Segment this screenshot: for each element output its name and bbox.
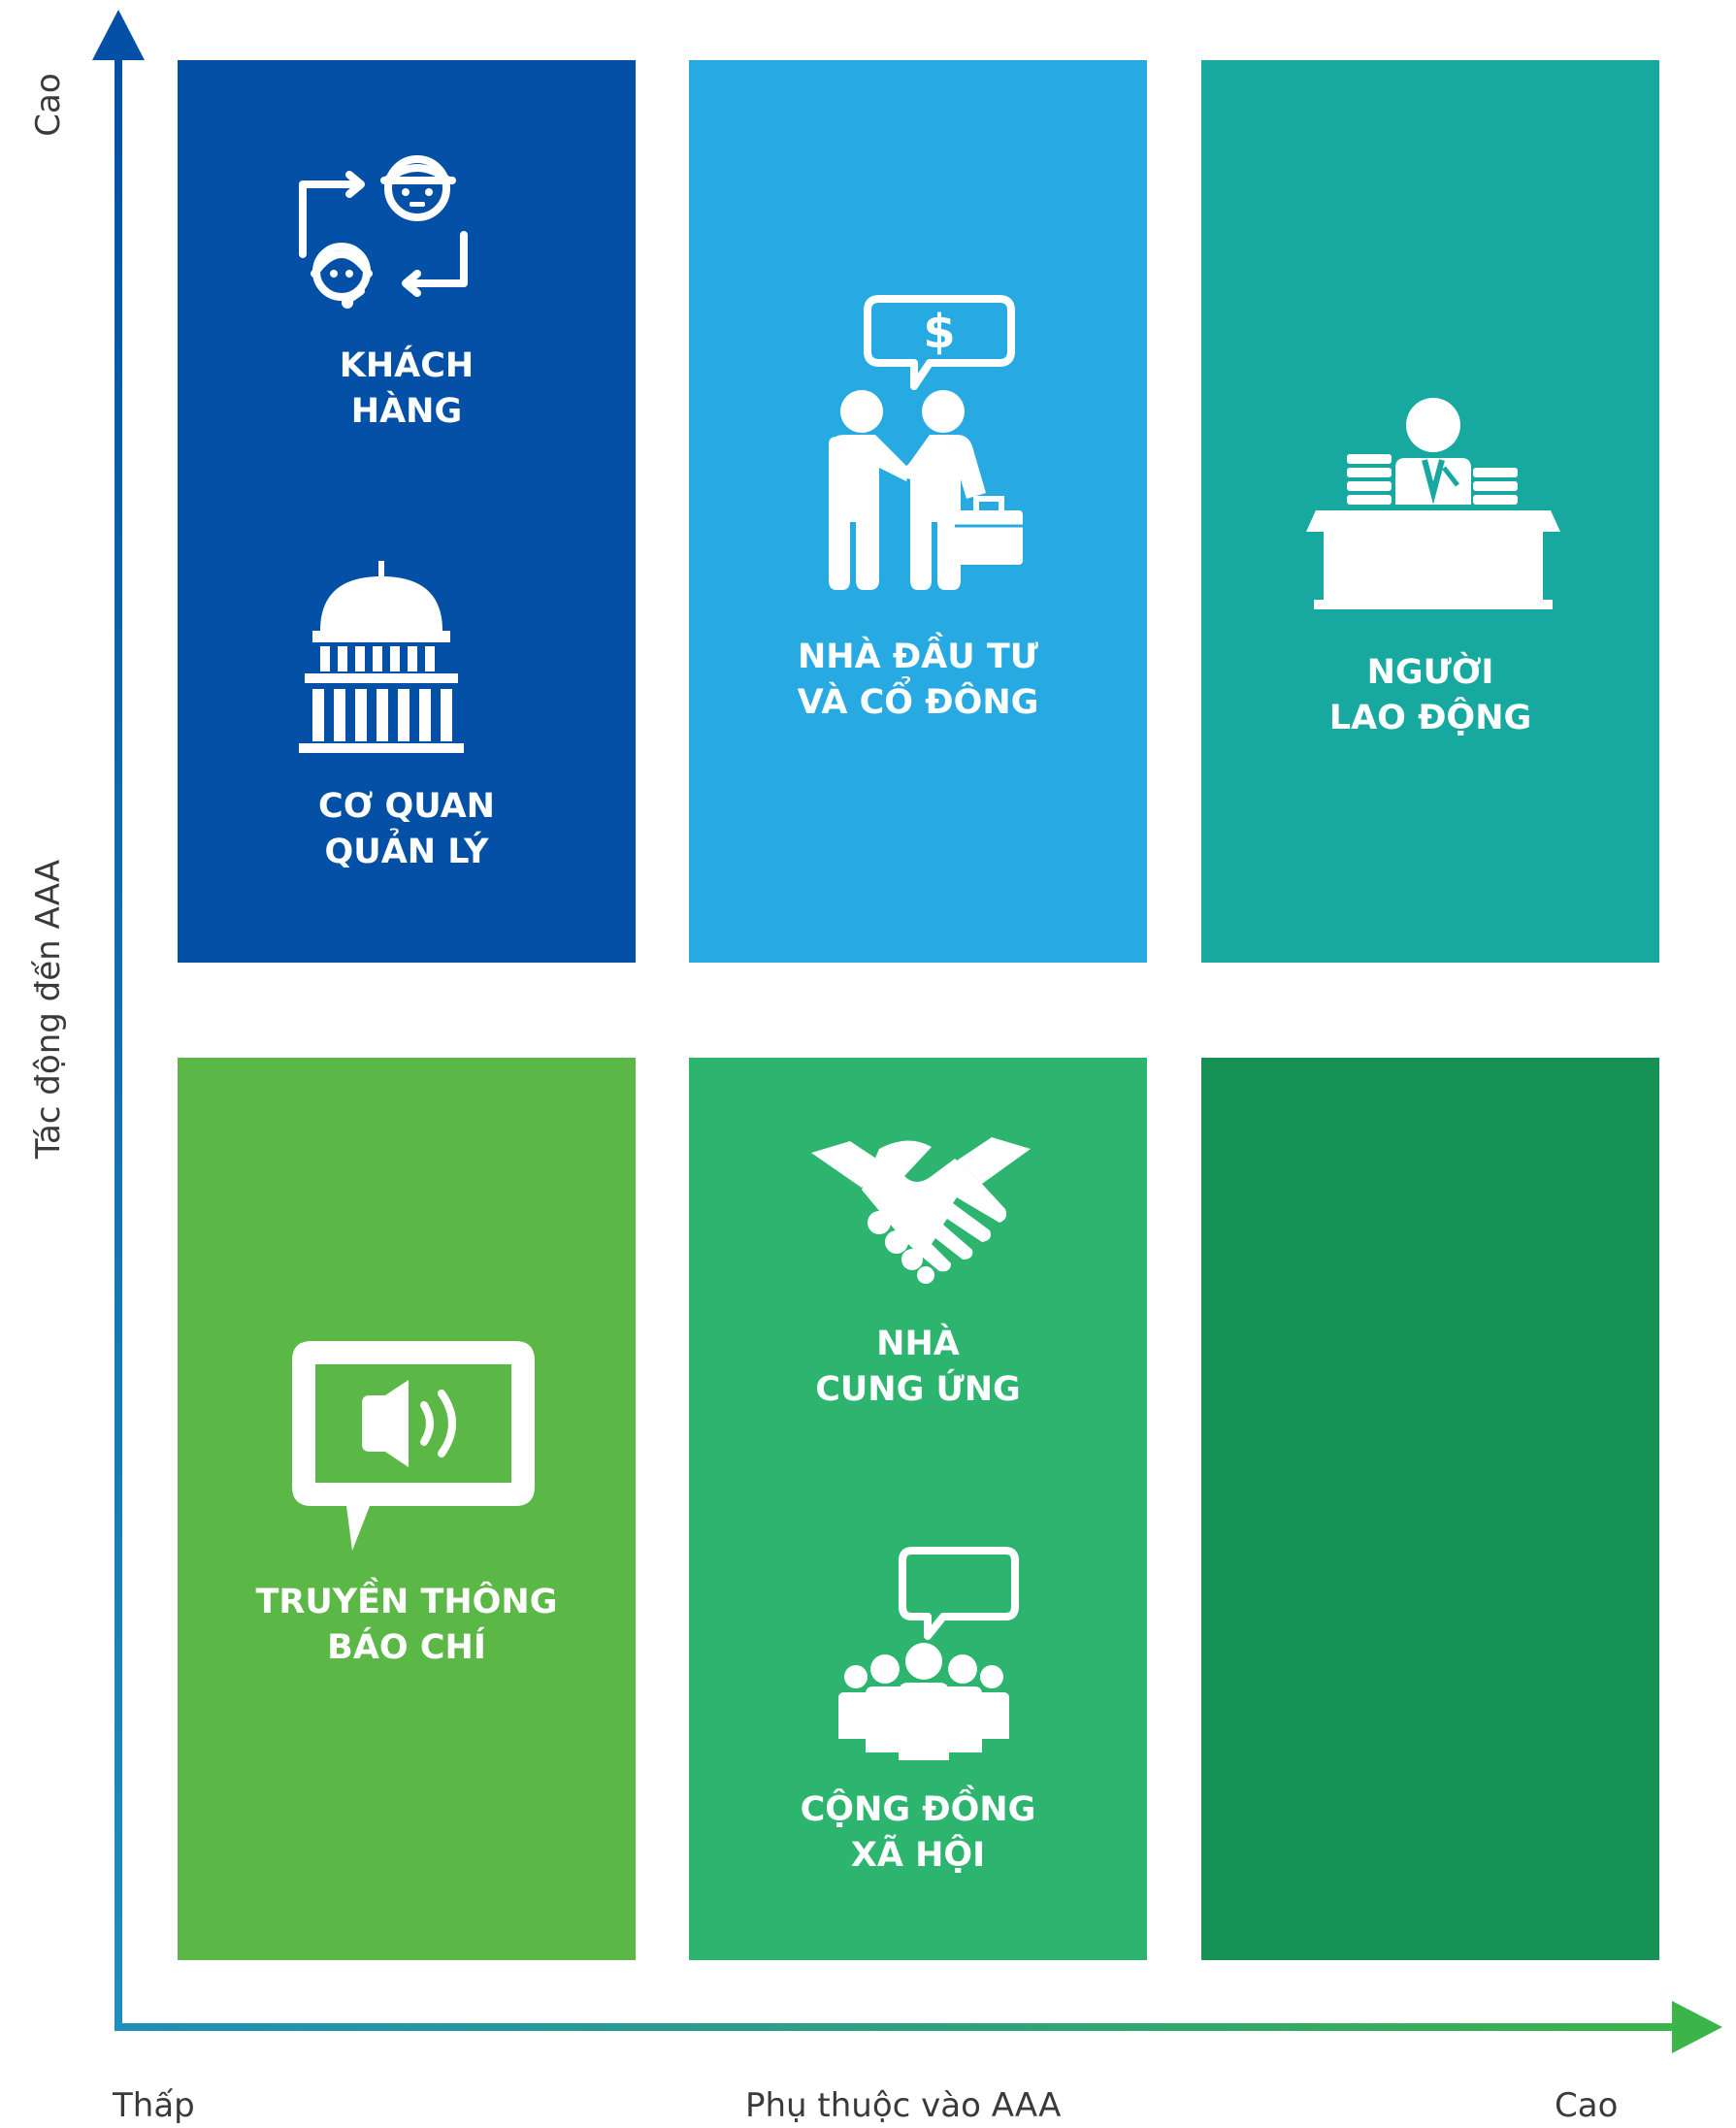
x-axis-title: Phụ thuộc vào AAA — [745, 2086, 1062, 2125]
cell-high-impact-medium-dependence: $ NHÀ ĐẦU TƯ VÀ CỔ ĐÔNG — [689, 60, 1147, 963]
svg-text:$: $ — [923, 305, 955, 359]
cell-high-impact-low-dependence: KHÁCH HÀNG — [178, 60, 636, 963]
label-khach-hang: KHÁCH HÀNG — [339, 346, 475, 431]
media-speaker-icon — [292, 1341, 535, 1551]
y-axis-line — [115, 49, 122, 2030]
cell-high-impact-high-dependence: NGƯỜI LAO ĐỘNG — [1201, 60, 1659, 963]
investor-handshake-icon: $ — [829, 295, 1023, 590]
customer-exchange-icon — [299, 155, 468, 309]
x-axis-arrowhead — [1672, 2001, 1722, 2053]
x-axis-line — [115, 2023, 1679, 2031]
label-nha-cung-ung: NHÀ CUNG ỨNG — [815, 1325, 1021, 1409]
handshake-icon — [811, 1137, 1031, 1284]
community-chat-icon — [838, 1547, 1019, 1760]
y-axis-title: Tác động đến AAA — [29, 859, 68, 1160]
label-cong-dong-xa-hoi: CỘNG ĐỒNG XÃ HỘI — [800, 1790, 1036, 1875]
cell-low-impact-high-dependence — [1201, 1058, 1659, 1960]
y-axis-arrowhead — [92, 10, 145, 60]
cell-low-impact-medium-dependence: NHÀ CUNG ỨNG CỘNG ĐỒNG XÃ HỘI — [689, 1058, 1147, 1960]
cell-low-impact-low-dependence: TRUYỀN THÔNG BÁO CHÍ — [178, 1058, 636, 1960]
label-nha-dau-tu: NHÀ ĐẦU TƯ VÀ CỔ ĐÔNG — [797, 638, 1039, 722]
x-axis-high-label: Cao — [1555, 2086, 1619, 2125]
government-building-icon — [299, 561, 464, 753]
y-axis-high-label: Cao — [29, 73, 68, 137]
label-truyen-thong-bao-chi: TRUYỀN THÔNG BÁO CHÍ — [255, 1583, 558, 1667]
label-nguoi-lao-dong: NGƯỜI LAO ĐỘNG — [1328, 653, 1532, 737]
label-co-quan-quan-ly: CƠ QUAN QUẢN LÝ — [318, 787, 495, 871]
x-axis-low-label: Thấp — [113, 2086, 195, 2125]
worker-desk-icon — [1306, 398, 1560, 609]
